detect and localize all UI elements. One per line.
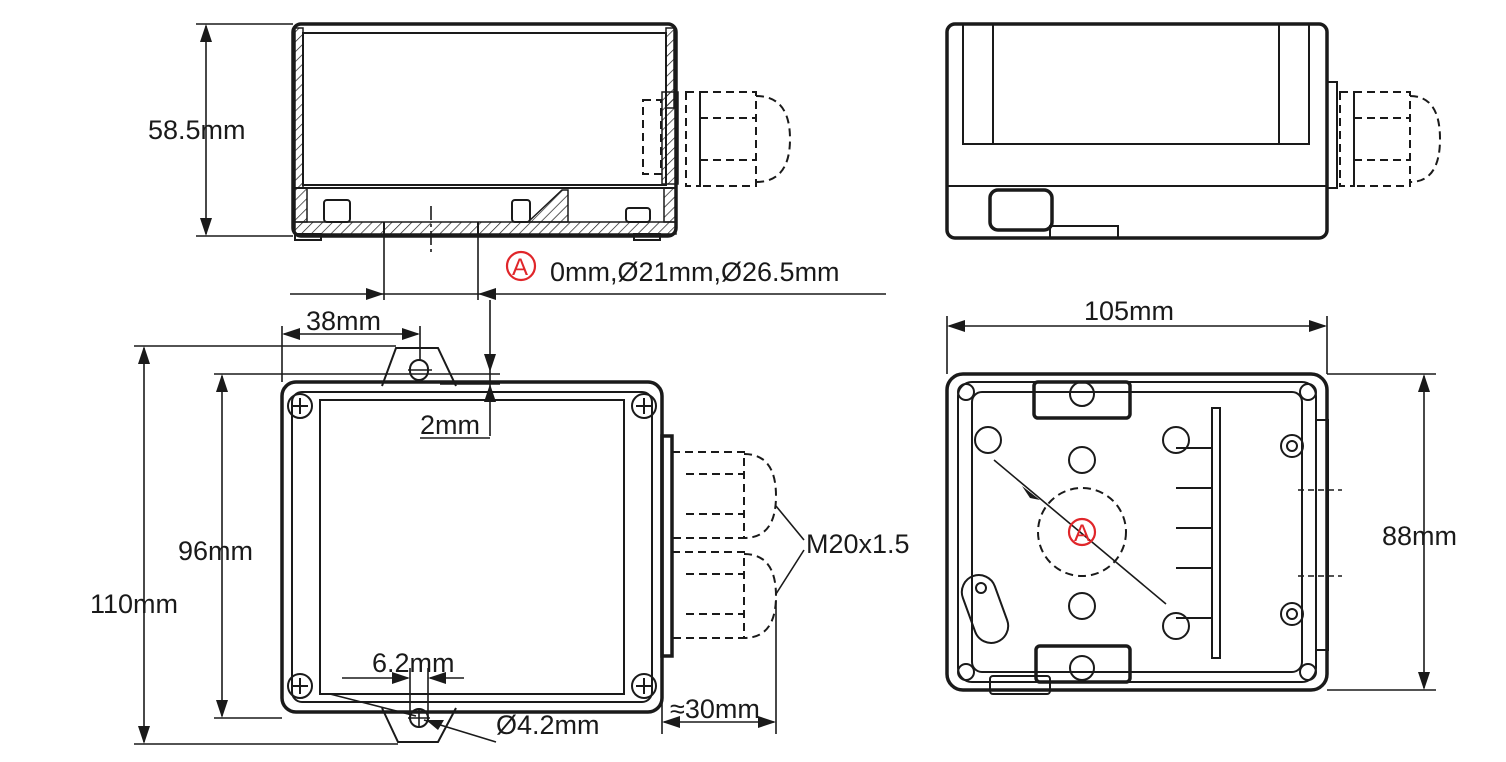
- thread-label: M20x1.5: [806, 529, 910, 559]
- corner-screw-icon: [287, 673, 313, 699]
- slot-width-label: 6.2mm: [372, 648, 455, 678]
- marker-a-letter: A: [512, 254, 528, 281]
- marker-a-letter: A: [1074, 520, 1090, 547]
- height-58-5-label: 58.5mm: [148, 115, 246, 145]
- side-exterior-view: [945, 22, 1442, 240]
- total-height-label: 110mm: [90, 589, 178, 619]
- flange-offset-label: 38mm: [306, 306, 381, 336]
- marker-a-icon: [1067, 517, 1097, 547]
- bottom-view: A 105mm 88mm: [945, 296, 1457, 695]
- inner-height-label: 96mm: [178, 536, 253, 566]
- corner-screw-icon: [631, 393, 657, 419]
- top-view: M20x1.5 38mm 2mm 96mm 110mm: [90, 300, 910, 745]
- hole-diameter-label: Ø4.2mm: [496, 710, 600, 740]
- section-diameters-label: 0mm,Ø21mm,Ø26.5mm: [550, 257, 840, 287]
- flange-gap-label: 2mm: [420, 410, 480, 440]
- corner-screw-icon: [631, 673, 657, 699]
- cable-gland-lower: [671, 551, 778, 639]
- gland-length-label: ≈30mm: [670, 694, 760, 724]
- side-section-view: 58.5mm: [148, 22, 886, 300]
- section-callout: A 0mm,Ø21mm,Ø26.5mm: [505, 250, 840, 287]
- depth-label: 88mm: [1382, 521, 1457, 551]
- width-label: 105mm: [1084, 296, 1174, 326]
- corner-screw-icon: [287, 393, 313, 419]
- cable-gland-upper: [671, 451, 778, 539]
- marker-a-icon: [505, 250, 537, 282]
- section-a-circle-icon: [1037, 487, 1127, 577]
